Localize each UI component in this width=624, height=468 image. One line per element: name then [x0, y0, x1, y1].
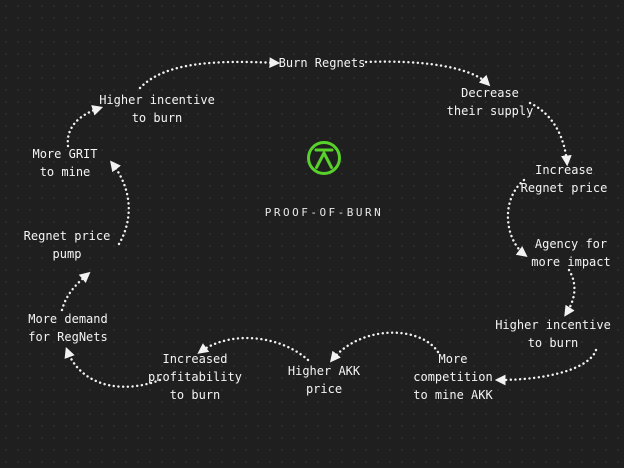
node-label-line: Agency for	[534, 237, 608, 251]
node-label-line: for RegNets	[28, 330, 108, 344]
node-label-line: pump	[52, 247, 82, 261]
node-label-line: More	[438, 352, 468, 366]
node-label-line: Higher AKK	[287, 364, 361, 378]
node-burn-regnets: Burn Regnets	[279, 54, 366, 72]
node-label-line: competition	[413, 370, 493, 384]
node-increased-profitability: Increased profitability to burn	[148, 350, 242, 404]
node-label-line: Burn Regnets	[278, 56, 366, 70]
node-label-line: Regnet price	[23, 229, 111, 243]
arrow-decrease-to-increase	[528, 101, 572, 167]
arrow-burn-to-decrease	[364, 60, 491, 87]
node-label-line: to mine	[39, 165, 91, 179]
node-label-line: Decrease	[461, 86, 519, 100]
arrow-increase-to-agency	[506, 178, 528, 257]
node-label-line: their supply	[446, 104, 534, 118]
node-more-demand: More demand for RegNets	[28, 310, 107, 346]
arrow-profitability-to-demand	[64, 346, 162, 388]
node-regnet-price-pump: Regnet price pump	[24, 227, 111, 263]
node-label-line: price	[305, 382, 343, 396]
akash-logo-icon	[307, 141, 341, 175]
arrow-agency-to-incentive	[564, 268, 576, 317]
node-more-competition: More competition to mine AKK	[413, 350, 492, 404]
node-label-line: to burn	[169, 388, 221, 402]
node-higher-incentive-left: Higher incentive to burn	[99, 91, 215, 127]
node-increase-regnet-price: Increase Regnet price	[521, 161, 608, 197]
node-label-line: to burn	[527, 336, 579, 350]
node-label-line: Increase	[535, 163, 593, 177]
arrow-incentive-to-competition	[494, 348, 598, 386]
arrow-incentive-to-burn	[138, 57, 281, 90]
node-decrease-supply: Decrease their supply	[447, 84, 534, 120]
node-more-grit: More GRIT to mine	[32, 145, 97, 181]
arrow-pump-to-grit	[110, 160, 130, 246]
node-label-line: to burn	[131, 111, 183, 125]
proof-of-burn-title: PROOF-OF-BURN	[264, 206, 384, 219]
node-label-line: Increased	[162, 352, 228, 366]
arrow-demand-to-pump	[60, 271, 91, 312]
arrow-akk-to-profitability	[197, 336, 310, 362]
node-label-line: Regnet price	[520, 181, 608, 195]
node-agency-impact: Agency for more impact	[531, 235, 610, 271]
node-label-line: More GRIT	[32, 147, 98, 161]
arrow-grit-to-incentive	[66, 105, 104, 148]
node-higher-incentive-right: Higher incentive to burn	[495, 316, 611, 352]
node-label-line: Higher incentive	[99, 93, 215, 107]
node-label-line: to mine AKK	[413, 388, 493, 402]
node-label-line: More demand	[28, 312, 108, 326]
node-label-line: Higher incentive	[495, 318, 611, 332]
node-label-line: profitability	[148, 370, 242, 384]
node-higher-akk-price: Higher AKK price	[288, 362, 360, 398]
node-label-line: more impact	[531, 255, 611, 269]
